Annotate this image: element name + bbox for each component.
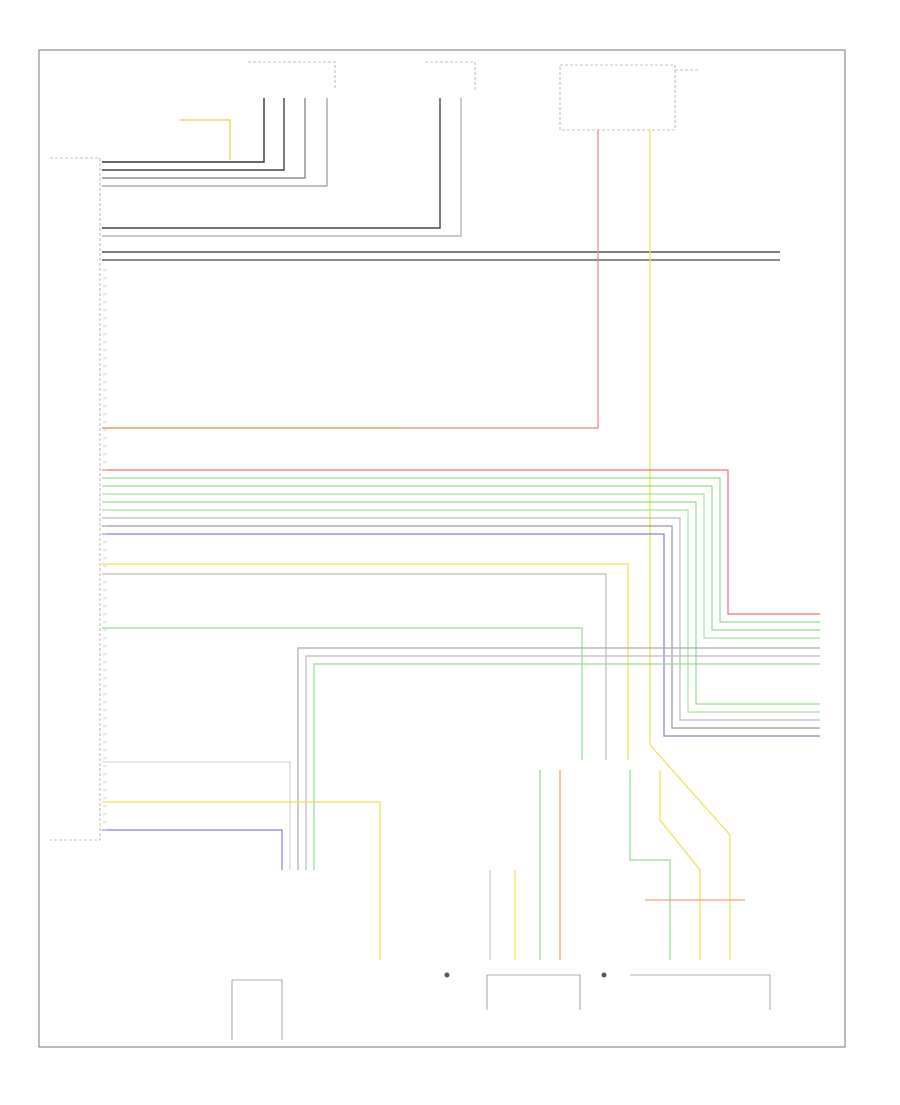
wire-green-right [313,663,820,870]
wire-gray-mid [102,573,607,760]
external-amplifier-left-housing [248,61,336,90]
ground-point-right [601,972,607,978]
wire-black-1 [102,98,265,163]
wire-gray-3 [102,98,462,237]
diagram-frame [38,49,846,1048]
fuse-panel-housing [559,64,676,131]
wire-white-telephone [102,761,291,870]
wire-yellow-bottom [659,770,701,960]
wire-black-2 [102,98,285,171]
control-module-outline [50,157,101,841]
wire-green-bus-4 [102,501,820,705]
wire-gray-1 [102,98,306,179]
wire-gray-right-2 [305,655,820,870]
wire-blue-bus [102,533,820,737]
wire-green-bus-1 [102,477,820,623]
wire-black-3 [102,98,441,229]
wire-violet-telephone [102,829,283,870]
wire-gray-bus-2 [102,525,820,729]
wire-gray-2 [102,98,328,187]
external-amplifier-right-housing [425,61,476,90]
wire-gray-bus [102,517,820,721]
wire-yellow-telephone [102,801,381,960]
infotainment-control-a-housing [486,974,581,1010]
wire-yellow-mid [102,563,629,760]
ground-point-left [444,972,450,978]
wire-red-fuse [102,130,599,429]
wire-yellow-short [180,119,231,160]
infotainment-control-b-housing [630,974,771,1010]
wire-red-bus [102,469,820,615]
wire-yellow-fuse [649,130,731,960]
wire-green-bus-3 [102,493,820,639]
wire-green-bus-2 [102,485,820,631]
wire-green-bottom-2 [629,770,671,960]
wire-green-bus-5 [102,509,820,713]
wire-green-mid [102,627,583,760]
wire-gray-right-1 [297,647,820,870]
wire-group [102,98,820,960]
telephone-transceiver-housing [231,979,283,1040]
pin-stack [103,269,107,831]
